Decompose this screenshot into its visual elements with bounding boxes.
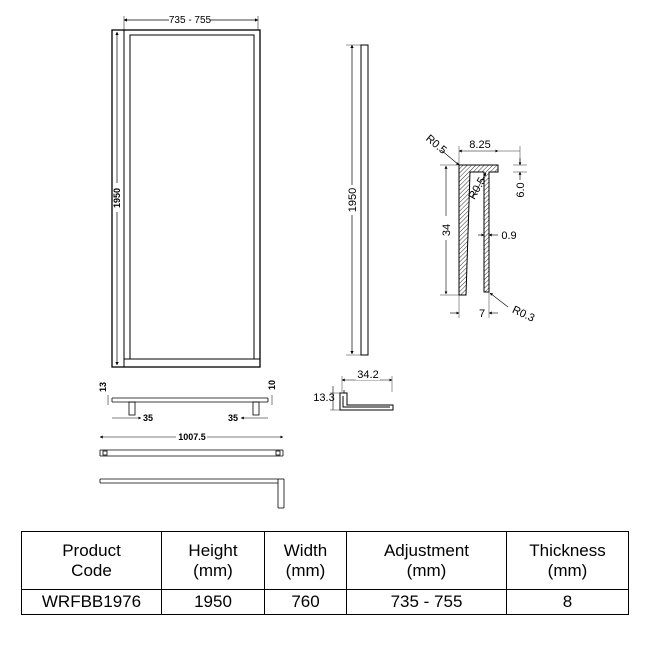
header-adjustment: Adjustment(mm) [346,531,507,590]
dim-1007-dimension: 1007.5 [99,432,284,442]
h-34-label: 34 [441,224,453,236]
front-width-dimension: 735 - 755 [123,15,259,30]
header-height: Height(mm) [161,531,265,590]
side-height-label: 1950 [347,188,359,212]
w-7-label: 7 [479,308,485,320]
header-width: Width(mm) [264,531,347,590]
dim-13-3-label: 13.3 [313,392,334,404]
side-view-panel [360,44,369,356]
dim-35-right: 35 [228,413,268,423]
w-825-label: 8.25 [469,139,490,151]
header-thickness: Thickness(mm) [506,531,629,590]
dim-35-right-label: 35 [228,413,238,423]
cell-height: 1950 [161,589,265,615]
dim-34-2-dimension: 34.2 [341,369,393,392]
front-height-dimension: 1950 [112,31,122,366]
dim-13-3-dimension: 13.3 [313,386,340,411]
front-width-label: 735 - 755 [169,15,212,26]
bottom-channel-top-view [107,395,273,416]
cell-adjustment: 735 - 755 [346,589,507,615]
dim-35-left-label: 35 [143,413,153,423]
profile-detail: 8.25 R0.5 R0.5 6.0 34 0.9 7 R0.3 [423,133,536,325]
dim-1007-label: 1007.5 [178,432,206,442]
dim-13-label: 13 [98,382,108,392]
cell-product-code: WRFBB1976 [21,589,162,615]
bracket-rod-view [99,478,285,509]
cell-thickness: 8 [506,589,629,615]
dim-10-label: 10 [267,380,277,390]
front-view-panel [111,29,261,368]
rail-top-view [99,449,284,457]
dim-35-left: 35 [112,413,153,423]
dim-34-2-label: 34.2 [357,369,378,381]
front-height-label: 1950 [112,188,122,208]
technical-drawing: 735 - 755 1950 13 10 35 35 1007.5 [98,15,536,509]
cell-width: 760 [264,589,347,615]
t-09-label: 0.9 [501,230,516,242]
channel-section [339,390,394,411]
r03-label: R0.3 [510,304,536,325]
h-60-label: 6.0 [515,182,527,197]
table-row: WRFBB1976 1950 760 735 - 755 8 [21,589,629,615]
side-height-dimension: 1950 [346,44,361,356]
